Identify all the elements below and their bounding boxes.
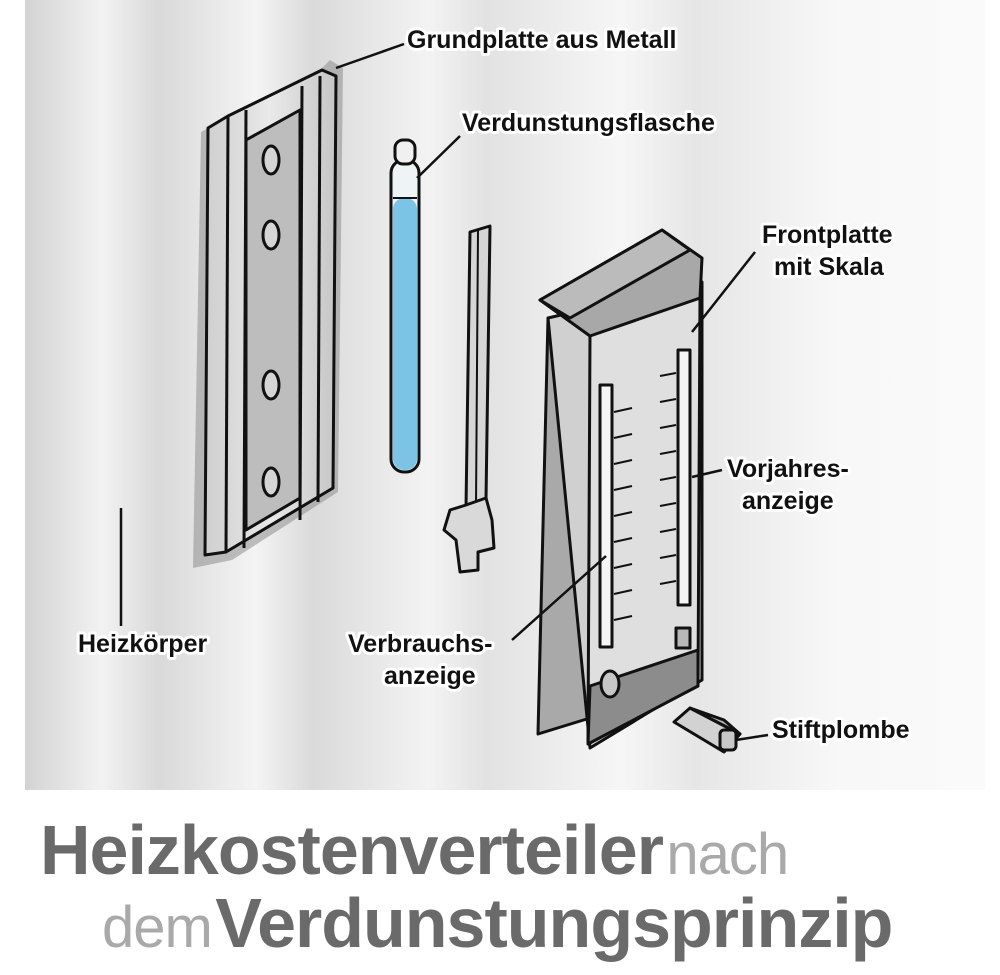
label-previous-year-line1: Vorjahres-	[727, 455, 849, 483]
label-base-plate: Grundplatte aus Metall	[407, 26, 676, 54]
label-consumption-line1: Verbrauchs-	[348, 630, 493, 658]
callout-labels: Grundplatte aus Metall Verdunstungsflasc…	[75, 23, 913, 747]
consumption-scale-slot	[598, 383, 614, 649]
evaporation-vial	[389, 138, 421, 474]
label-front-plate-line1: Frontplatte	[762, 221, 893, 249]
base-plate	[193, 60, 343, 568]
radiator-background	[25, 0, 985, 790]
label-front-plate-line2: mit Skala	[774, 253, 885, 281]
title-line-1: Heizkostenverteiler nach	[40, 815, 789, 887]
title-main: Heizkostenverteiler	[40, 811, 664, 889]
title-connector: nach	[666, 822, 789, 887]
front-plate	[536, 228, 704, 750]
leader-lines	[119, 42, 769, 742]
vial-holder	[442, 224, 496, 574]
label-previous-year-line2: anzeige	[742, 487, 834, 515]
label-evaporation-vial: Verdunstungsflasche	[462, 109, 715, 137]
scale-ticks	[613, 372, 677, 621]
previous-year-scale-slot	[676, 348, 692, 607]
title-lead: dem	[102, 895, 213, 960]
title-line-2: dem Verdunstungsprinzip	[102, 888, 893, 960]
title-subject: Verdunstungsprinzip	[215, 884, 893, 962]
label-radiator: Heizkörper	[78, 630, 207, 658]
label-consumption-line2: anzeige	[384, 662, 476, 690]
pin-seal	[672, 706, 742, 754]
label-pin-seal: Stiftplombe	[772, 716, 910, 744]
vial-liquid	[393, 198, 417, 470]
